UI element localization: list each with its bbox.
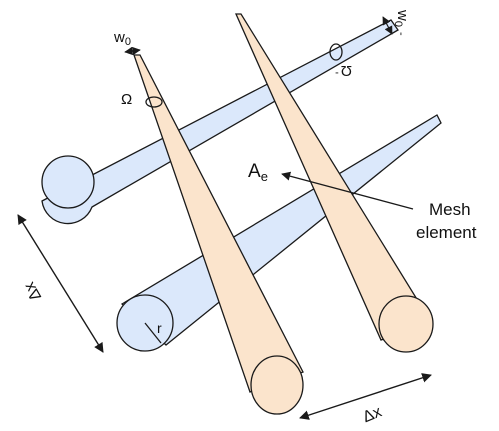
w0-left-arrow <box>124 46 141 56</box>
omega-right-label: Ω- <box>335 62 352 79</box>
w0-right-label: w0- <box>392 9 411 36</box>
w0-right-arrow <box>382 16 393 35</box>
omega-left-label: Ω <box>121 91 132 108</box>
dx-left-arrow <box>17 214 104 353</box>
w0-left-label: w0 <box>113 29 131 48</box>
radius-line <box>144 322 162 344</box>
blue-cone-lower <box>116 114 442 352</box>
dx-bottom-arrow <box>299 373 432 420</box>
dx-left-label: Δx <box>21 279 45 304</box>
orange-cone-right <box>234 13 434 353</box>
area-label: Ae <box>248 161 268 184</box>
mesh-element-pointer <box>281 171 414 210</box>
omega-left-ellipse <box>145 96 163 108</box>
blue-cone-upper <box>41 19 399 225</box>
radius-label: r <box>157 320 162 336</box>
svg-text:Ω-: Ω- <box>335 62 352 79</box>
svg-text:Δx: Δx <box>360 403 384 426</box>
svg-text:Δx: Δx <box>21 279 45 304</box>
dx-bottom-label: Δx <box>360 403 384 426</box>
mesh-label-line2: element <box>416 223 477 242</box>
omega-right-ellipse <box>329 43 343 61</box>
mesh-label-line1: Mesh <box>429 200 471 219</box>
svg-text:w0-: w0- <box>392 9 411 36</box>
